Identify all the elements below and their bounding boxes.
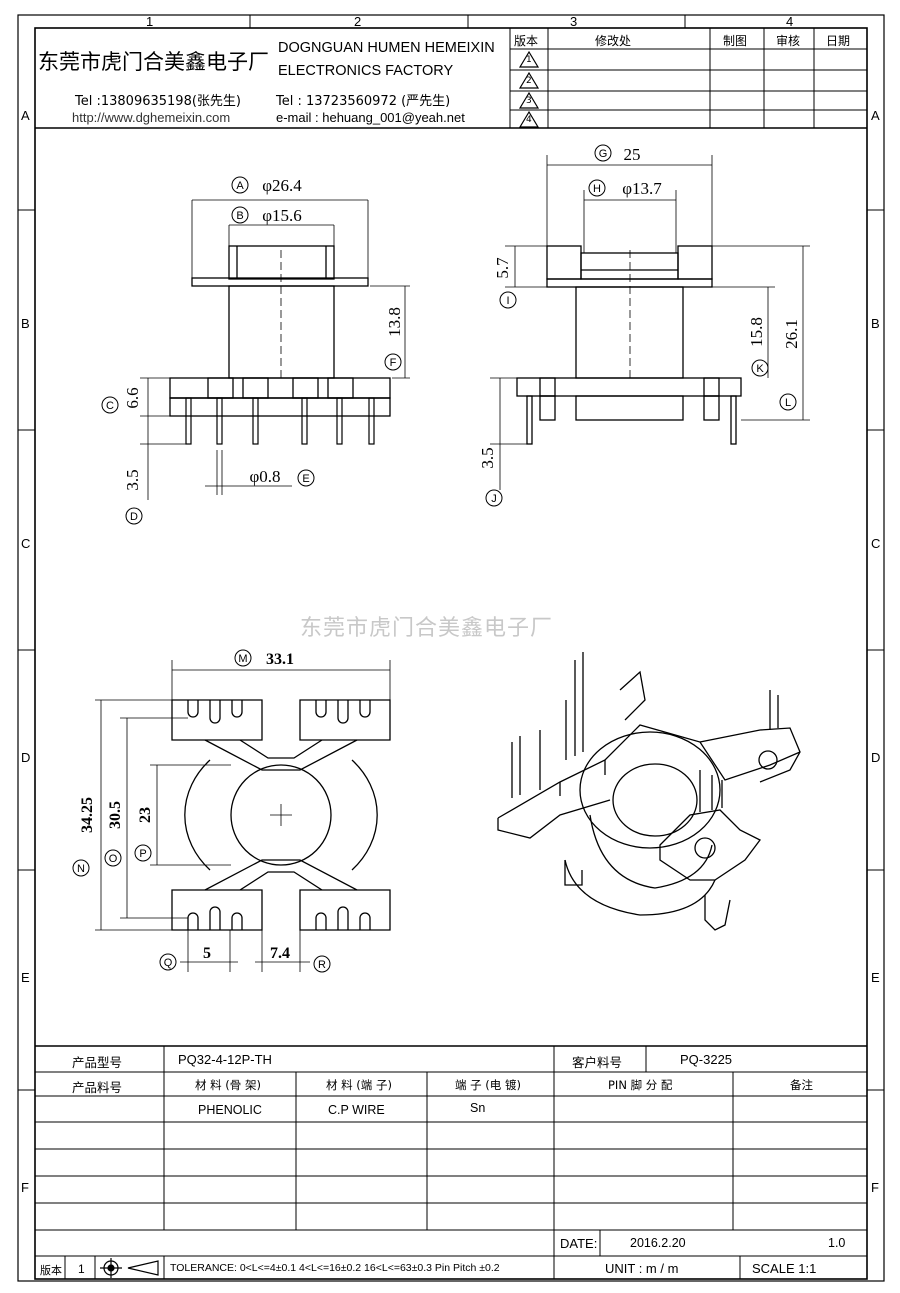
- dim-e: φ0.8: [249, 467, 280, 486]
- version-value: 1: [78, 1262, 85, 1276]
- website-link[interactable]: http://www.dghemeixin.com: [72, 110, 231, 125]
- dim-d: 3.5: [123, 469, 142, 490]
- zone-row-a: A: [21, 108, 30, 123]
- svg-text:B: B: [236, 210, 243, 222]
- label-material-pin: 材 料 (端 子): [326, 1078, 392, 1092]
- dim-i: 5.7: [493, 257, 512, 279]
- tolerance-text: TOLERANCE: 0<L<=4±0.1 4<L<=16±0.2 16<L<=…: [170, 1262, 500, 1274]
- svg-text:Q: Q: [164, 957, 173, 969]
- dim-h: φ13.7: [622, 179, 662, 198]
- revision-triangles: [518, 50, 540, 128]
- rev-header-change: 修改处: [595, 34, 632, 48]
- scale-text: SCALE 1:1: [752, 1261, 817, 1276]
- zone-row-a-right: A: [871, 108, 880, 123]
- svg-text:F: F: [390, 357, 397, 369]
- svg-text:C: C: [106, 400, 114, 412]
- svg-text:N: N: [77, 863, 85, 875]
- label-pin-assignment: PIN 脚 分 配: [608, 1078, 673, 1092]
- date-value: 2016.2.20: [630, 1236, 686, 1250]
- svg-text:M: M: [238, 653, 247, 665]
- watermark-text: 东莞市虎门合美鑫电子厂: [300, 616, 554, 641]
- label-product-part: 产品料号: [72, 1080, 123, 1095]
- svg-text:O: O: [109, 853, 118, 865]
- label-plating: 端 子 (电 镀): [455, 1078, 521, 1092]
- zone-col-4: 4: [786, 14, 794, 29]
- dim-j: 3.5: [478, 447, 497, 468]
- isometric-view: [497, 652, 801, 931]
- zone-row-f-right: F: [871, 1180, 879, 1195]
- rev-header-version: 版本: [514, 34, 539, 48]
- svg-text:L: L: [785, 397, 791, 409]
- dim-l: 26.1: [782, 319, 801, 349]
- dim-r: 7.4: [270, 945, 290, 962]
- rev-header-drawn: 制图: [723, 34, 748, 48]
- corner-version-value: 1.0: [828, 1236, 846, 1250]
- svg-text:H: H: [593, 183, 601, 195]
- customer-part-value: PQ-3225: [680, 1052, 733, 1067]
- dim-g: 25: [624, 145, 641, 164]
- dim-c: 6.6: [123, 387, 142, 408]
- dim-q: 5: [203, 945, 211, 962]
- dim-o: 30.5: [107, 801, 124, 829]
- phone-1: Tel :13809635198(张先生): [75, 94, 241, 109]
- rev-mark-3: 3: [526, 96, 532, 106]
- bottom-view: [171, 699, 391, 931]
- zone-col-2: 2: [354, 14, 362, 29]
- rev-mark-2: 2: [526, 76, 532, 86]
- label-product-model: 产品型号: [72, 1055, 123, 1070]
- material-pin-value: C.P WIRE: [328, 1103, 385, 1117]
- svg-text:A: A: [236, 180, 244, 192]
- dim-a: φ26.4: [262, 176, 302, 195]
- company-name-en-1: DOGNGUAN HUMEN HEMEIXIN: [278, 40, 495, 56]
- dim-f: 13.8: [385, 307, 404, 337]
- dim-m: 33.1: [266, 651, 294, 668]
- zone-row-d: D: [21, 750, 31, 765]
- label-remarks: 备注: [790, 1078, 813, 1092]
- rev-mark-4: 4: [526, 115, 532, 125]
- plating-value: Sn: [470, 1101, 486, 1115]
- side-view: [516, 245, 742, 445]
- front-view: [169, 245, 391, 445]
- product-model-value: PQ32-4-12P-TH: [178, 1052, 272, 1067]
- label-date: DATE:: [560, 1236, 598, 1251]
- zone-row-b-right: B: [871, 316, 880, 331]
- email-link[interactable]: e-mail : hehuang_001@yeah.net: [276, 110, 465, 125]
- material-frame-value: PHENOLIC: [198, 1103, 262, 1117]
- phone-2: Tel : 13723560972 (严先生): [276, 94, 451, 109]
- svg-text:D: D: [130, 511, 138, 523]
- label-material-frame: 材 料 (骨 架): [195, 1078, 261, 1092]
- svg-text:I: I: [506, 295, 509, 307]
- zone-col-3: 3: [570, 14, 578, 29]
- zone-row-d-right: D: [871, 750, 881, 765]
- unit-text: UNIT : m / m: [605, 1261, 679, 1276]
- zone-row-c: C: [21, 536, 31, 551]
- dim-k: 15.8: [747, 317, 766, 347]
- rev-header-checked: 审核: [776, 34, 801, 48]
- label-customer-part: 客户料号: [572, 1055, 623, 1070]
- zone-row-e-right: E: [871, 970, 880, 985]
- zone-row-e: E: [21, 970, 30, 985]
- company-name-en-2: ELECTRONICS FACTORY: [278, 63, 454, 79]
- svg-text:J: J: [491, 493, 497, 505]
- projection-symbol: [100, 1258, 159, 1278]
- company-name-cn: 东莞市虎门合美鑫电子厂: [38, 50, 269, 74]
- zone-row-b: B: [21, 316, 30, 331]
- rev-header-date: 日期: [826, 34, 851, 48]
- rev-mark-1: 1: [526, 55, 532, 65]
- zone-col-1: 1: [146, 14, 154, 29]
- dim-b: φ15.6: [262, 206, 302, 225]
- svg-text:P: P: [139, 848, 146, 860]
- svg-text:G: G: [599, 148, 608, 160]
- svg-text:K: K: [756, 363, 764, 375]
- label-version: 版本: [40, 1264, 62, 1277]
- dim-p: 23: [137, 807, 154, 823]
- svg-text:R: R: [318, 959, 326, 971]
- zone-row-f: F: [21, 1180, 29, 1195]
- svg-text:E: E: [302, 473, 309, 485]
- zone-row-c-right: C: [871, 536, 881, 551]
- dim-n: 34.25: [79, 797, 96, 833]
